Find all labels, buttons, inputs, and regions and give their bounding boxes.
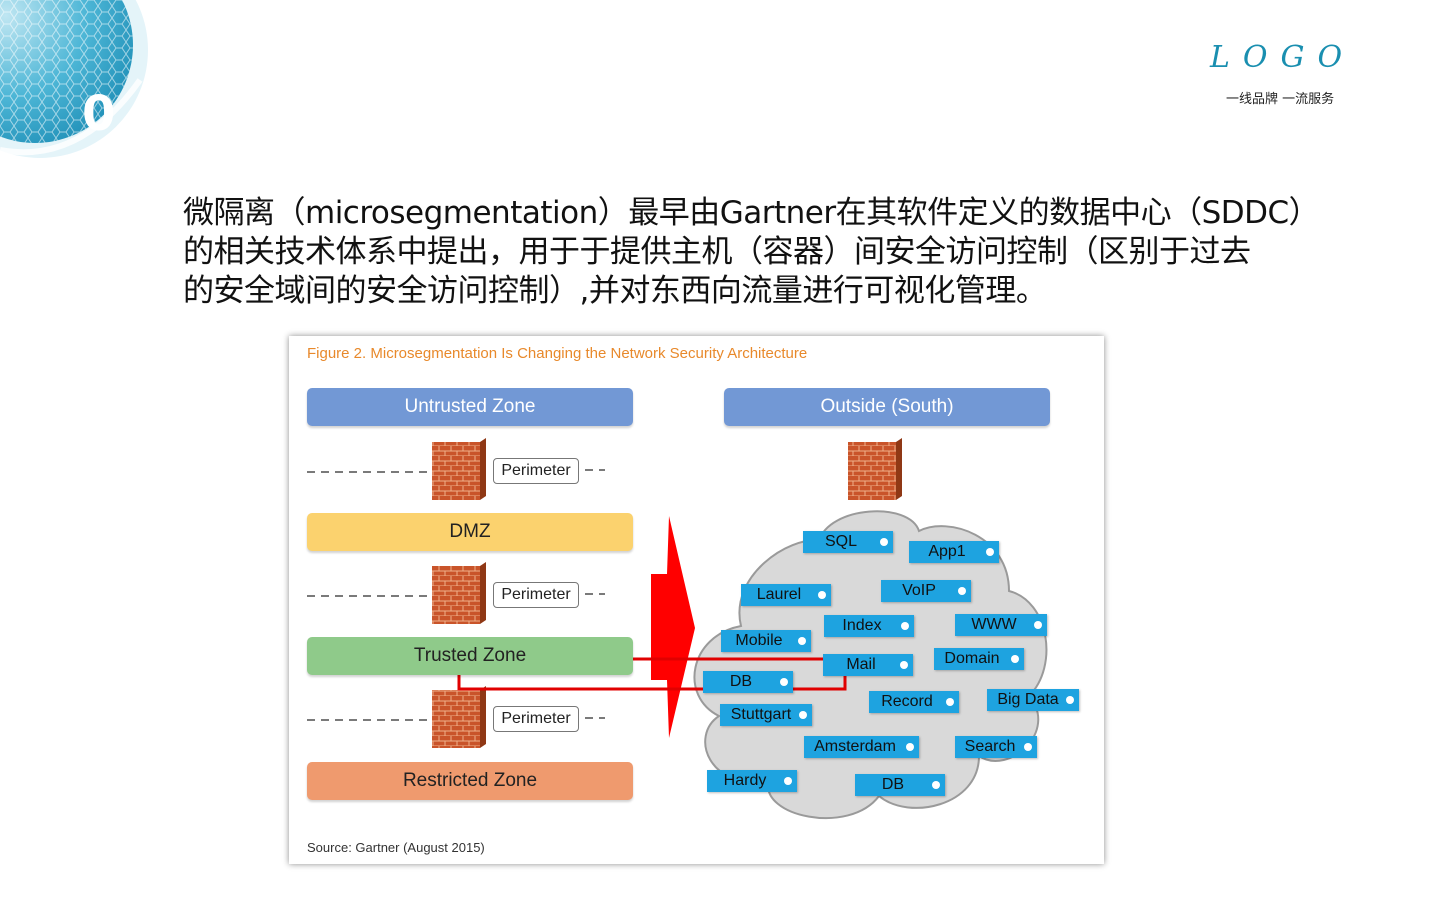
zone-restricted: Restricted Zone xyxy=(307,762,633,800)
firewall-icon xyxy=(848,438,902,500)
zone-dmz: DMZ xyxy=(307,513,633,551)
zone-untrusted: Untrusted Zone xyxy=(307,388,633,426)
figure-title: Figure 2. Microsegmentation Is Changing … xyxy=(307,345,808,362)
workload-tag-index: Index xyxy=(824,615,914,637)
workload-tag-www: WWW xyxy=(955,614,1047,636)
workload-tag-amsterdam: Amsterdam xyxy=(804,736,919,758)
perimeter-dashes xyxy=(307,469,605,721)
workload-tag-laurel: Laurel xyxy=(741,584,831,606)
firewall-icon xyxy=(432,562,486,624)
decor-number: 0 xyxy=(82,86,115,142)
workload-tag-bigdata: Big Data xyxy=(987,689,1079,711)
zone-outside-south: Outside (South) xyxy=(724,388,1050,426)
firewall-icon xyxy=(432,686,486,748)
workload-tag-domain: Domain xyxy=(934,648,1024,670)
firewall-icon xyxy=(432,438,486,500)
workload-tag-sql: SQL xyxy=(803,531,893,553)
figure-source: Source: Gartner (August 2015) xyxy=(307,840,485,855)
workload-tag-stuttgart: Stuttgart xyxy=(720,704,812,726)
intro-paragraph: 微隔离（microsegmentation）最早由Gartner在其软件定义的数… xyxy=(183,194,1373,311)
workload-tag-mail: Mail xyxy=(823,654,913,676)
red-arrow xyxy=(651,516,695,738)
perimeter-label: Perimeter xyxy=(493,458,579,484)
workload-tag-voip: VoIP xyxy=(881,580,971,602)
zone-trusted: Trusted Zone xyxy=(307,637,633,675)
perimeter-label: Perimeter xyxy=(493,706,579,732)
microsegmentation-figure: Figure 2. Microsegmentation Is Changing … xyxy=(289,336,1104,864)
perimeter-label: Perimeter xyxy=(493,582,579,608)
logo: LOGO xyxy=(1210,40,1356,75)
paragraph-line: 的相关技术体系中提出，用于于提供主机（容器）间安全访问控制（区别于过去 xyxy=(183,234,1251,270)
workload-tag-db: DB xyxy=(855,774,945,796)
paragraph-line: 微隔离（microsegmentation）最早由Gartner在其软件定义的数… xyxy=(183,195,1320,231)
globe-decoration: 0 xyxy=(0,0,148,158)
workload-tag-record: Record xyxy=(869,691,959,713)
workload-tag-db: DB xyxy=(703,671,793,693)
workload-tag-search: Search xyxy=(955,736,1037,758)
paragraph-line: 的安全域间的安全访问控制）,并对东西向流量进行可视化管理。 xyxy=(183,273,1047,309)
workload-tag-app1: App1 xyxy=(909,541,999,563)
slogan: 一线品牌 一流服务 xyxy=(1226,92,1335,107)
workload-tag-hardy: Hardy xyxy=(707,770,797,792)
workload-tag-mobile: Mobile xyxy=(721,630,811,652)
